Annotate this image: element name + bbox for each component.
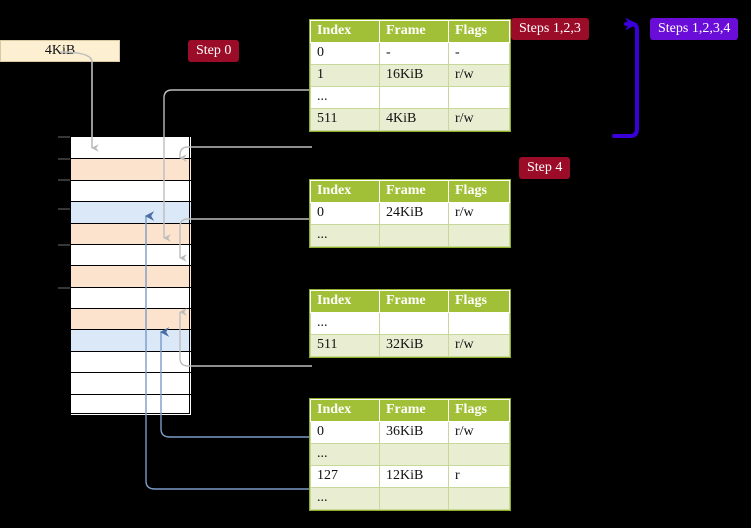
memory-row-2 <box>71 179 191 202</box>
badge-steps-1-2-3: Steps 1,2,3 <box>512 19 588 39</box>
column-header-index: Index <box>310 20 380 43</box>
cell-frame <box>379 86 449 109</box>
cell-index: ... <box>310 86 380 109</box>
cell-index: 127 <box>310 465 380 488</box>
column-header-frame: Frame <box>379 399 449 422</box>
column-header-frame: Frame <box>379 20 449 43</box>
cell-flags <box>448 224 510 247</box>
table-row[interactable]: ... <box>310 487 510 510</box>
cell-frame <box>379 312 449 335</box>
table-row[interactable]: ... <box>310 443 510 466</box>
cell-index: ... <box>310 487 380 510</box>
badge-step-4: Step 4 <box>520 158 570 178</box>
memory-row-0 <box>71 137 191 159</box>
connector-table2-row511 <box>179 308 312 367</box>
cell-flags: - <box>448 42 510 65</box>
cell-frame <box>379 487 449 510</box>
memory-row-12 <box>71 393 191 415</box>
badge-steps-1-2-3-4: Steps 1,2,3,4 <box>651 19 738 39</box>
memory-row-10 <box>71 350 191 373</box>
cell-flags: r/w <box>448 108 510 131</box>
column-header-flags: Flags <box>448 290 510 313</box>
cell-frame: 24KiB <box>379 202 449 225</box>
table-row[interactable]: ... <box>310 224 510 247</box>
cell-index: 1 <box>310 64 380 87</box>
column-header-frame: Frame <box>379 180 449 203</box>
cell-frame: 16KiB <box>379 64 449 87</box>
cell-index: 0 <box>310 421 380 444</box>
cell-index: ... <box>310 443 380 466</box>
cell-frame: - <box>379 42 449 65</box>
frame-size-label: 4KiB <box>44 43 76 58</box>
cell-flags: r/w <box>448 421 510 444</box>
frame-size-bar: 4KiB <box>0 40 120 62</box>
cell-frame: 4KiB <box>379 108 449 131</box>
column-header-index: Index <box>310 290 380 313</box>
cell-index: 511 <box>310 334 380 357</box>
cell-frame: 12KiB <box>379 465 449 488</box>
cell-index: 511 <box>310 108 380 131</box>
cell-flags <box>448 86 510 109</box>
column-header-index: Index <box>310 180 380 203</box>
connector-table1-row0 <box>179 218 312 262</box>
memory-row-11 <box>71 372 191 394</box>
badge-step-0: Step 0 <box>189 41 239 61</box>
memory-row-7 <box>71 286 191 309</box>
table-row[interactable]: ... <box>310 312 510 335</box>
cell-flags: r/w <box>448 202 510 225</box>
memory-row-8 <box>71 308 191 330</box>
column-header-frame: Frame <box>379 290 449 313</box>
connector-table0-row511 <box>179 146 312 162</box>
column-header-flags: Flags <box>448 180 510 203</box>
cell-flags <box>448 443 510 466</box>
cell-flags: r/w <box>448 334 510 357</box>
table-row[interactable]: ... <box>310 86 510 109</box>
cell-index: ... <box>310 224 380 247</box>
cell-flags <box>448 312 510 335</box>
memory-row-6 <box>71 265 191 287</box>
cell-index: 0 <box>310 202 380 225</box>
cell-frame: 32KiB <box>379 334 449 357</box>
table-row[interactable]: 0-- <box>310 42 510 65</box>
cell-frame: 36KiB <box>379 421 449 444</box>
memory-column <box>70 136 191 415</box>
cell-index: 0 <box>310 42 380 65</box>
memory-tick-marks <box>58 136 70 289</box>
connector-4kib-to-memory <box>59 51 99 152</box>
cell-flags: r <box>448 465 510 488</box>
memory-row-3 <box>71 201 191 223</box>
memory-row-9 <box>71 329 191 351</box>
cell-frame <box>379 443 449 466</box>
steps-bracket-arrow <box>612 17 639 138</box>
memory-row-4 <box>71 222 191 244</box>
memory-row-5 <box>71 243 191 266</box>
cell-flags: r/w <box>448 64 510 87</box>
memory-row-1 <box>71 158 191 180</box>
cell-frame <box>379 224 449 247</box>
cell-flags <box>448 487 510 510</box>
column-header-index: Index <box>310 399 380 422</box>
column-header-flags: Flags <box>448 399 510 422</box>
cell-index: ... <box>310 312 380 335</box>
column-header-flags: Flags <box>448 20 510 43</box>
